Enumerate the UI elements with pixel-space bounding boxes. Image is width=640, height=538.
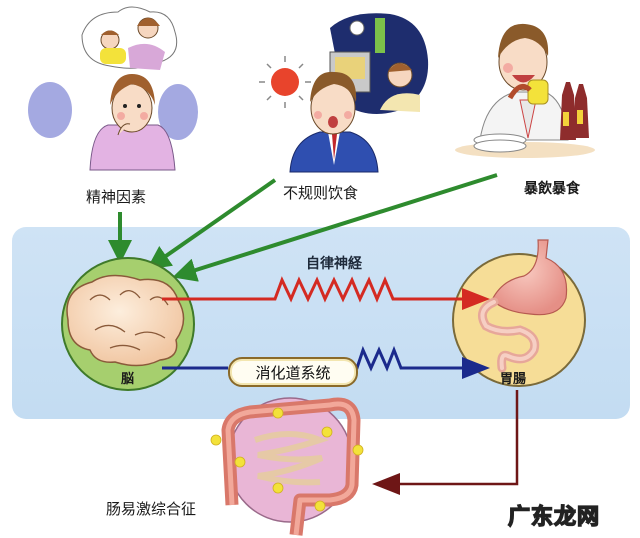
gut-to-syndrome-pathway — [372, 390, 519, 495]
autonomic-nerve-pathway — [162, 276, 490, 310]
brain-node — [61, 257, 195, 391]
cause-arrows — [108, 173, 498, 282]
watermark: 广东龙网 — [507, 504, 601, 530]
cause-label-overeating: 暴飲暴食 — [524, 181, 580, 197]
syndrome-label: 肠易激综合征 — [106, 500, 197, 518]
gut-node — [452, 239, 586, 387]
autonomic-nerve-label: 自律神経 — [306, 256, 362, 272]
illustration-irregular-diet — [259, 13, 429, 173]
illustration-psychological — [28, 6, 198, 171]
digestive-system-text: 消化道系统 — [255, 363, 331, 382]
brain-label: 脳 — [121, 372, 135, 387]
digestive-pathway — [162, 345, 490, 379]
cause-label-irregular-diet: 不规则饮食 — [283, 184, 359, 202]
illustration-overeating — [455, 23, 595, 158]
cause-label-psychological: 精神因素 — [86, 188, 147, 206]
digestive-system-label: 消化道系统 — [228, 357, 358, 387]
gut-label: 胃腸 — [500, 372, 527, 387]
syndrome-node — [210, 397, 364, 536]
